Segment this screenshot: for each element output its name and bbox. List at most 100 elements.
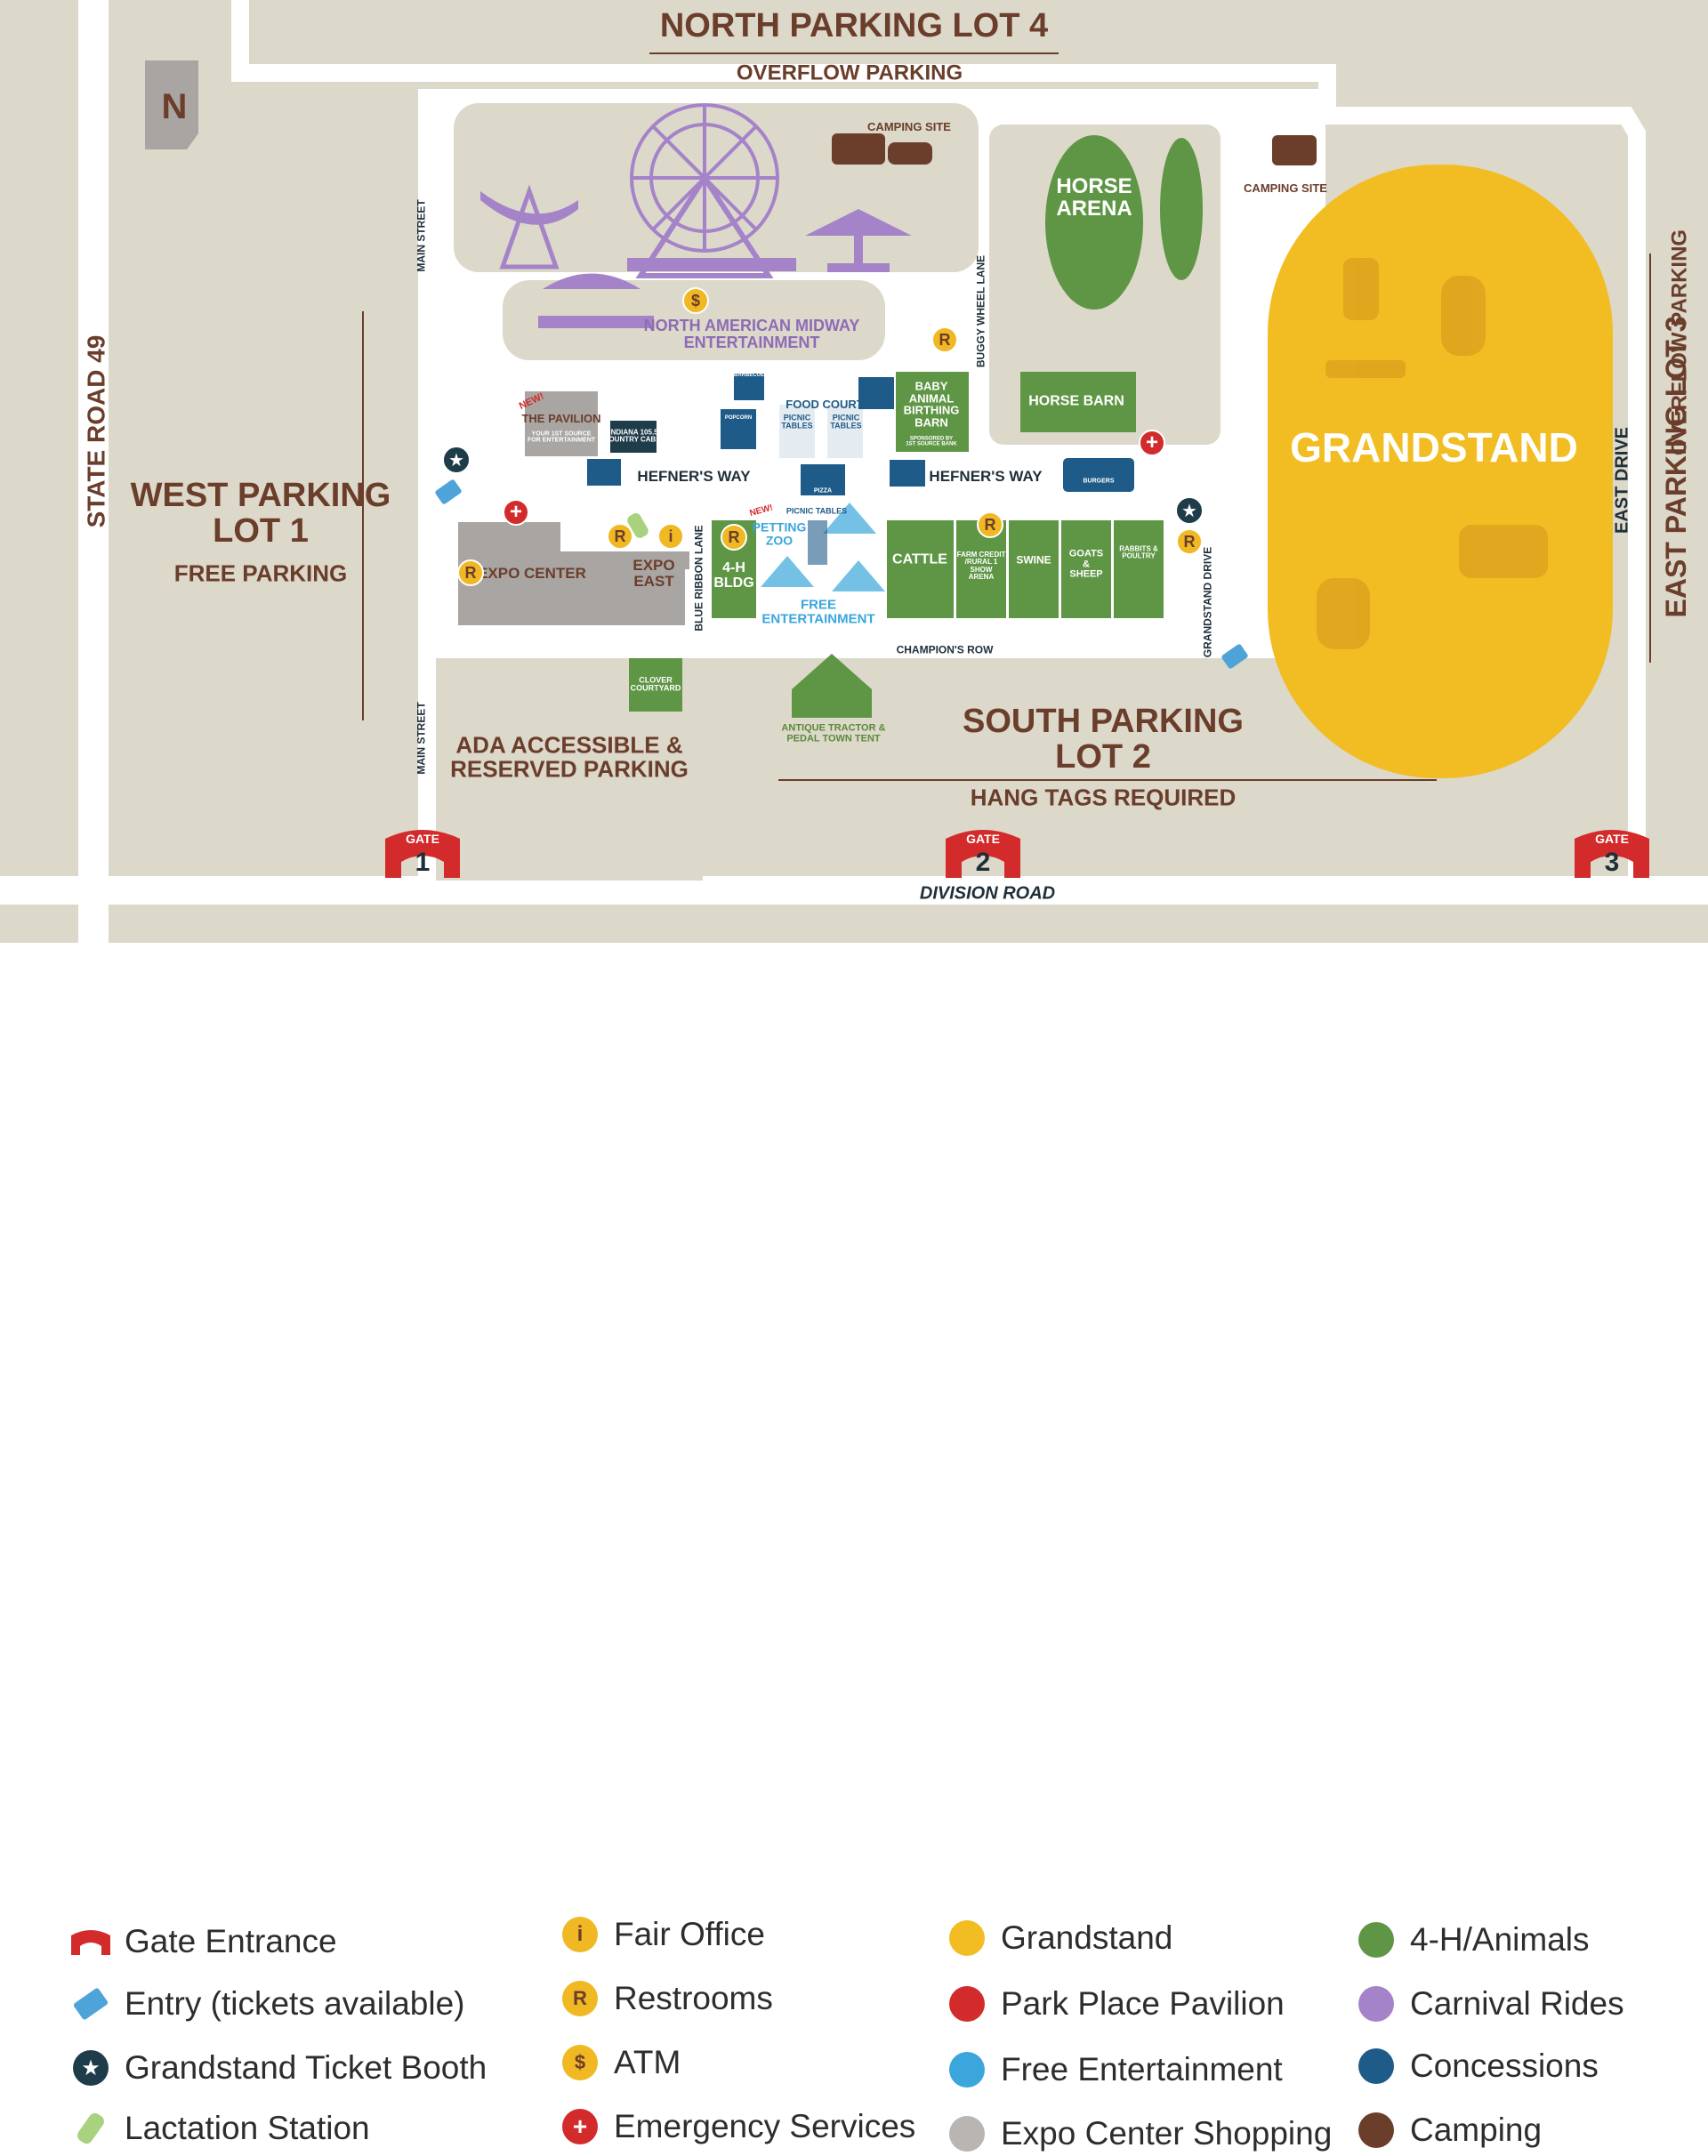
grandstand-label: GRANDSTAND bbox=[1290, 423, 1578, 471]
star-icon: ★ bbox=[71, 2048, 110, 2088]
main-street-bottom: MAIN STREET bbox=[415, 702, 428, 775]
legend-grandstand: Grandstand bbox=[947, 1916, 1172, 1960]
camper-1 bbox=[832, 133, 885, 165]
picnic-area-2 bbox=[827, 405, 863, 458]
baby-barn-label: BABY ANIMAL BIRTHING BARN bbox=[903, 379, 960, 430]
emergency-icon[interactable]: + bbox=[1139, 430, 1165, 456]
tent-roof bbox=[792, 654, 872, 689]
show-arena-label: FARM CREDIT /RURAL 1 SHOW ARENA bbox=[956, 551, 1006, 582]
green-dot bbox=[1357, 1920, 1396, 1959]
division-road-label: DIVISION ROAD bbox=[919, 883, 1056, 904]
ticket-icon bbox=[71, 1984, 110, 2023]
petting-zoo-label: PETTING ZOO bbox=[752, 519, 807, 547]
state-road-49 bbox=[78, 0, 109, 943]
swine-label: SWINE bbox=[1016, 553, 1051, 567]
yellow-dot bbox=[947, 1919, 987, 1958]
grandstand-drive: GRANDSTAND DRIVE bbox=[1201, 546, 1214, 658]
pavilion-label: THE PAVILION bbox=[521, 412, 601, 426]
legend-label: Carnival Rides bbox=[1410, 1985, 1624, 2022]
emergency-icon[interactable]: + bbox=[503, 499, 529, 526]
legend-free-entertainment: Free Entertainment bbox=[947, 2047, 1283, 2092]
food-cart bbox=[858, 377, 894, 409]
horse-arena-oval bbox=[1045, 135, 1143, 310]
info-icon[interactable]: i bbox=[657, 523, 684, 550]
restroom-icon: R bbox=[560, 1979, 600, 2018]
horse-barn-label: HORSE BARN bbox=[1028, 393, 1124, 409]
cattle-label: CATTLE bbox=[892, 551, 947, 567]
rabbits-barn bbox=[1114, 520, 1164, 618]
pavilion-sub: YOUR 1ST SOURCE FOR ENTERTAINMENT bbox=[527, 430, 596, 444]
clover-building bbox=[629, 658, 682, 712]
midway-label: NORTH AMERICAN MIDWAY ENTERTAINMENT bbox=[643, 317, 860, 351]
gate-icon bbox=[71, 1922, 110, 1961]
legend-label: 4-H/Animals bbox=[1410, 1921, 1590, 1958]
red-dot bbox=[947, 1984, 987, 2023]
bbq-label: BARBECUE bbox=[733, 372, 765, 378]
gate-1[interactable]: GATE 1 bbox=[385, 826, 460, 878]
north-parking-title: NORTH PARKING LOT 4 bbox=[659, 7, 1049, 45]
perimeter-road bbox=[231, 0, 1646, 881]
legend-carnival: Carnival Rides bbox=[1357, 1982, 1624, 2026]
legend-label: Grandstand Ticket Booth bbox=[125, 2049, 487, 2086]
blue-ribbon-lane: BLUE RIBBON LANE bbox=[692, 525, 705, 632]
west-parking-sub: FREE PARKING bbox=[173, 559, 348, 587]
carousel-roof bbox=[543, 273, 640, 289]
main-street-road bbox=[418, 89, 436, 881]
show-arena-building bbox=[956, 520, 1006, 618]
legend-gate: Gate Entrance bbox=[71, 1919, 337, 1964]
gate-number: 3 bbox=[1604, 848, 1620, 877]
legend-pavilion: Park Place Pavilion bbox=[947, 1982, 1285, 2026]
ada-parking-label: ADA ACCESSIBLE & RESERVED PARKING bbox=[450, 731, 689, 783]
fairgrounds-map: NORTH PARKING LOT 4 OVERFLOW PARKING N W… bbox=[0, 0, 1708, 943]
indiana-shape bbox=[145, 60, 198, 149]
atm-icon: $ bbox=[560, 2043, 600, 2082]
legend-4h: 4-H/Animals bbox=[1357, 1918, 1590, 1962]
restroom-icon[interactable]: R bbox=[977, 511, 1003, 538]
bottle-icon bbox=[71, 2109, 110, 2148]
goats-label: GOATS & SHEEP bbox=[1068, 548, 1104, 580]
expo-east-label: EXPO EAST bbox=[632, 557, 675, 590]
brown-dot bbox=[1357, 2111, 1396, 2150]
veggies-label: VEGGIES bbox=[587, 459, 621, 468]
restroom-icon[interactable]: R bbox=[931, 326, 958, 353]
hefners-way-1: HEFNER'S WAY bbox=[637, 468, 751, 486]
map-base bbox=[0, 0, 1708, 943]
main-street-top: MAIN STREET bbox=[415, 199, 428, 272]
legend-ticket-booth: ★ Grandstand Ticket Booth bbox=[71, 2046, 487, 2090]
country-cabin-label: INDIANA 105.5 COUNTRY CABIN bbox=[603, 428, 664, 444]
restroom-icon[interactable]: R bbox=[721, 524, 747, 551]
legend-entry: Entry (tickets available) bbox=[71, 1982, 464, 2026]
ferris-base bbox=[635, 173, 774, 278]
legend-emergency: + Emergency Services bbox=[560, 2104, 915, 2149]
picnic-grid bbox=[808, 520, 827, 565]
car-1 bbox=[888, 142, 932, 165]
goats-barn bbox=[1061, 520, 1111, 618]
picnic-tables-1: PICNIC TABLES bbox=[781, 413, 813, 430]
legend-expo: Expo Center Shopping bbox=[947, 2112, 1332, 2156]
tent-3 bbox=[832, 560, 885, 591]
purple-dot bbox=[1357, 1984, 1396, 2023]
south-parking-area bbox=[992, 658, 1339, 823]
legend-label: Lactation Station bbox=[125, 2110, 370, 2146]
star-icon[interactable]: ★ bbox=[1175, 496, 1204, 525]
atm-icon[interactable]: $ bbox=[682, 287, 709, 314]
restroom-icon[interactable]: R bbox=[607, 523, 633, 550]
star-icon[interactable]: ★ bbox=[442, 446, 471, 474]
legend-label: Restrooms bbox=[614, 1980, 773, 2016]
popcorn-stand bbox=[721, 409, 756, 449]
camping-site-2: CAMPING SITE bbox=[1244, 181, 1327, 196]
north-icon: N bbox=[161, 87, 188, 126]
champions-row: CHAMPION'S ROW bbox=[896, 643, 994, 656]
gate-3[interactable]: GATE 3 bbox=[1575, 826, 1649, 878]
picnic-tables-2: PICNIC TABLES bbox=[830, 413, 862, 430]
legend-camping: Camping bbox=[1357, 2108, 1542, 2152]
gate-2[interactable]: GATE 2 bbox=[946, 826, 1020, 878]
buggy-wheel-lane: BUGGY WHEEL LANE bbox=[974, 254, 987, 368]
pavilion-building bbox=[525, 391, 598, 456]
swing-ride-base bbox=[827, 263, 890, 272]
restroom-icon[interactable]: R bbox=[457, 559, 484, 586]
arrows bbox=[362, 52, 1651, 781]
restroom-icon[interactable]: R bbox=[1176, 528, 1203, 555]
south-parking-sub: HANG TAGS REQUIRED bbox=[970, 784, 1237, 811]
midway-area bbox=[503, 280, 885, 360]
